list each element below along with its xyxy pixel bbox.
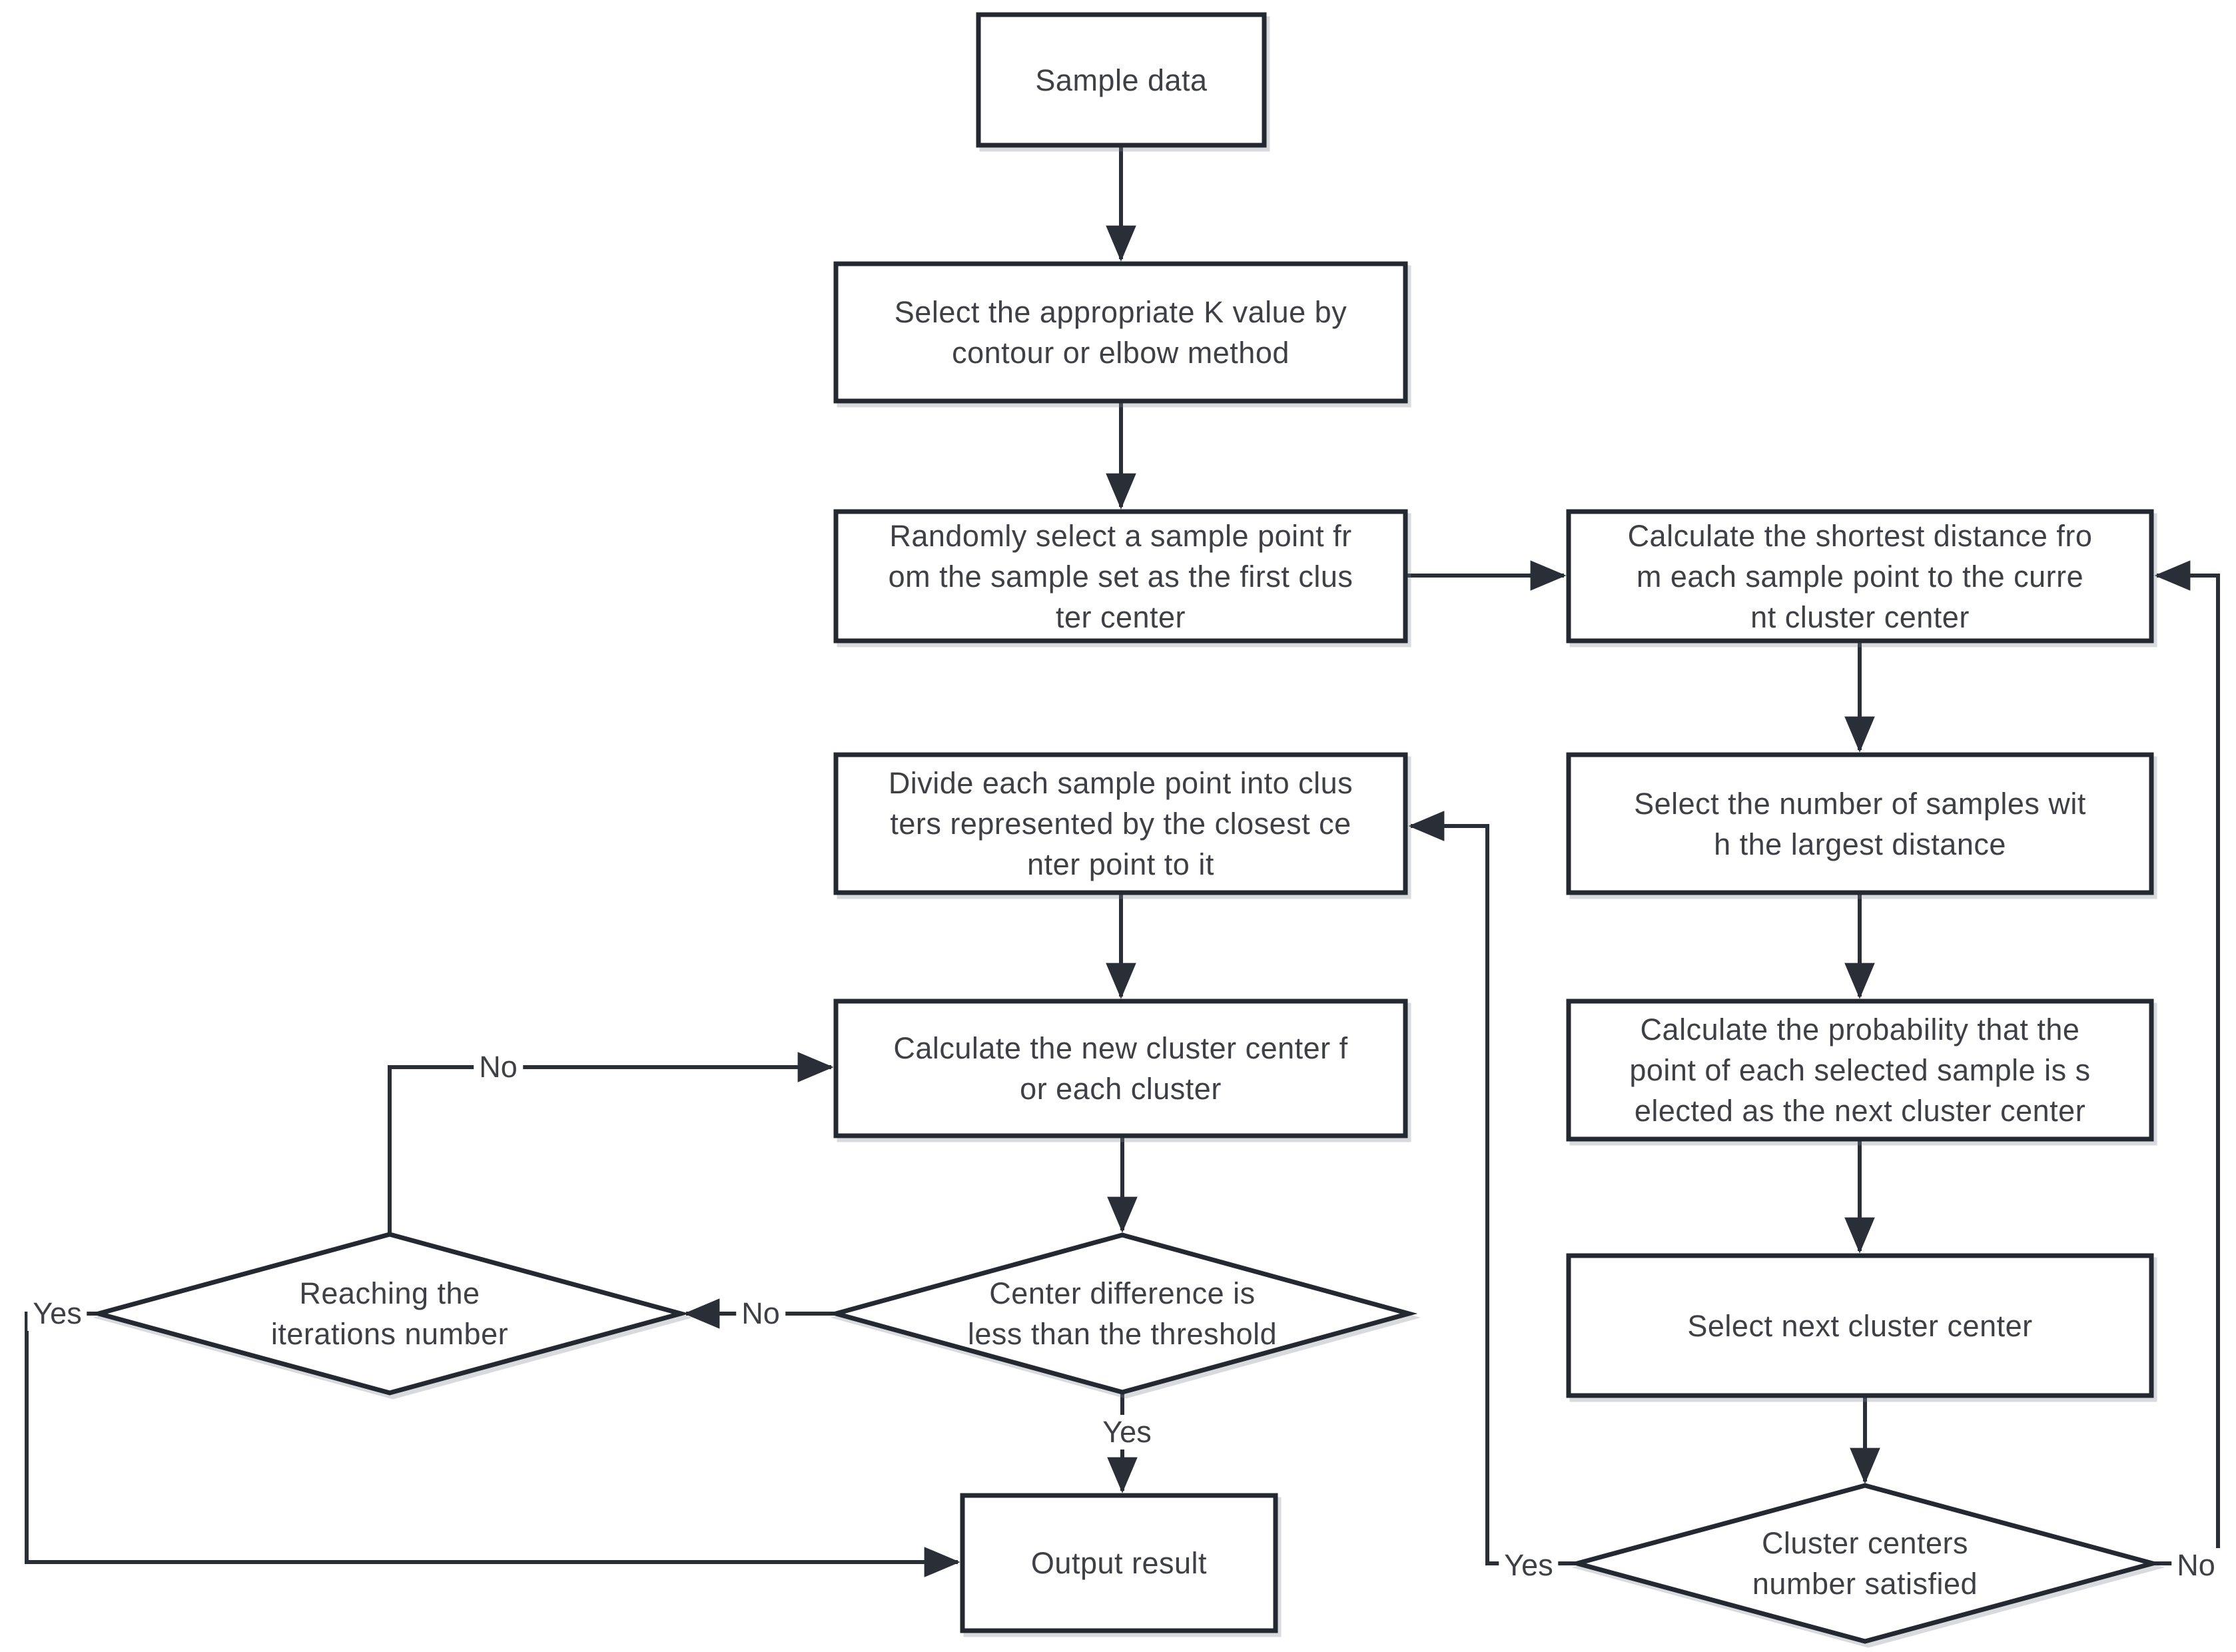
branch-label-yes-center-difference: Yes: [1097, 1415, 1157, 1449]
node-random-select-shape: [833, 509, 1408, 643]
node-select-next-label: Select next cluster center: [1687, 1308, 2033, 1343]
node-reaching-iterations-shape: [89, 1232, 690, 1396]
node-calc-probability-label: Calculate the probability that the point…: [1629, 1013, 2091, 1128]
node-cluster-centers-satisfied-shape: [1568, 1483, 2162, 1644]
node-random-select-label: Randomly select a sample point fr om the…: [888, 518, 1353, 634]
edge-iterations-no-loop-to-calc-new: [388, 1052, 834, 1234]
node-calc-probability-shape: [1566, 999, 2154, 1142]
branch-label-no-iterations-loop: No: [474, 1050, 523, 1084]
node-select-next-shape: [1566, 1253, 2154, 1398]
node-cluster-centers-satisfied-label: Cluster centers number satisfied: [1752, 1526, 1978, 1601]
node-calc-new-center-label: Calculate the new cluster center f or ea…: [893, 1031, 1348, 1106]
node-select-k-label: Select the appropriate K value by contou…: [894, 295, 1347, 370]
node-center-difference-label: Center difference is less than the thres…: [967, 1276, 1278, 1351]
branch-label-no-center-difference: No: [736, 1296, 785, 1331]
node-select-number-label: Select the number of samples wit h the l…: [1634, 786, 2086, 861]
node-output-result-label: Output result: [1030, 1546, 1208, 1580]
node-calc-shortest-shape: [1566, 509, 2154, 643]
branch-label-no-cluster-centers: No: [2171, 1548, 2221, 1583]
node-calc-shortest-label: Calculate the shortest distance fro m ea…: [1627, 518, 2093, 634]
node-divide-clusters-shape: [833, 752, 1408, 895]
node-calc-new-center-shape: [833, 999, 1408, 1138]
node-sample-data-shape: [976, 12, 1267, 148]
branch-label-yes-iterations: Yes: [27, 1296, 87, 1331]
node-sample-data-label: Sample data: [1035, 63, 1208, 97]
node-select-k-shape: [833, 261, 1408, 404]
node-center-difference-shape: [827, 1232, 1418, 1395]
branch-label-yes-cluster-centers: Yes: [1499, 1548, 1559, 1583]
node-reaching-iterations-label: Reaching the iterations number: [270, 1276, 509, 1351]
node-divide-clusters-label: Divide each sample point into clus ters …: [888, 766, 1353, 881]
node-select-number-shape: [1566, 752, 2154, 895]
node-output-result-shape: [960, 1493, 1278, 1633]
